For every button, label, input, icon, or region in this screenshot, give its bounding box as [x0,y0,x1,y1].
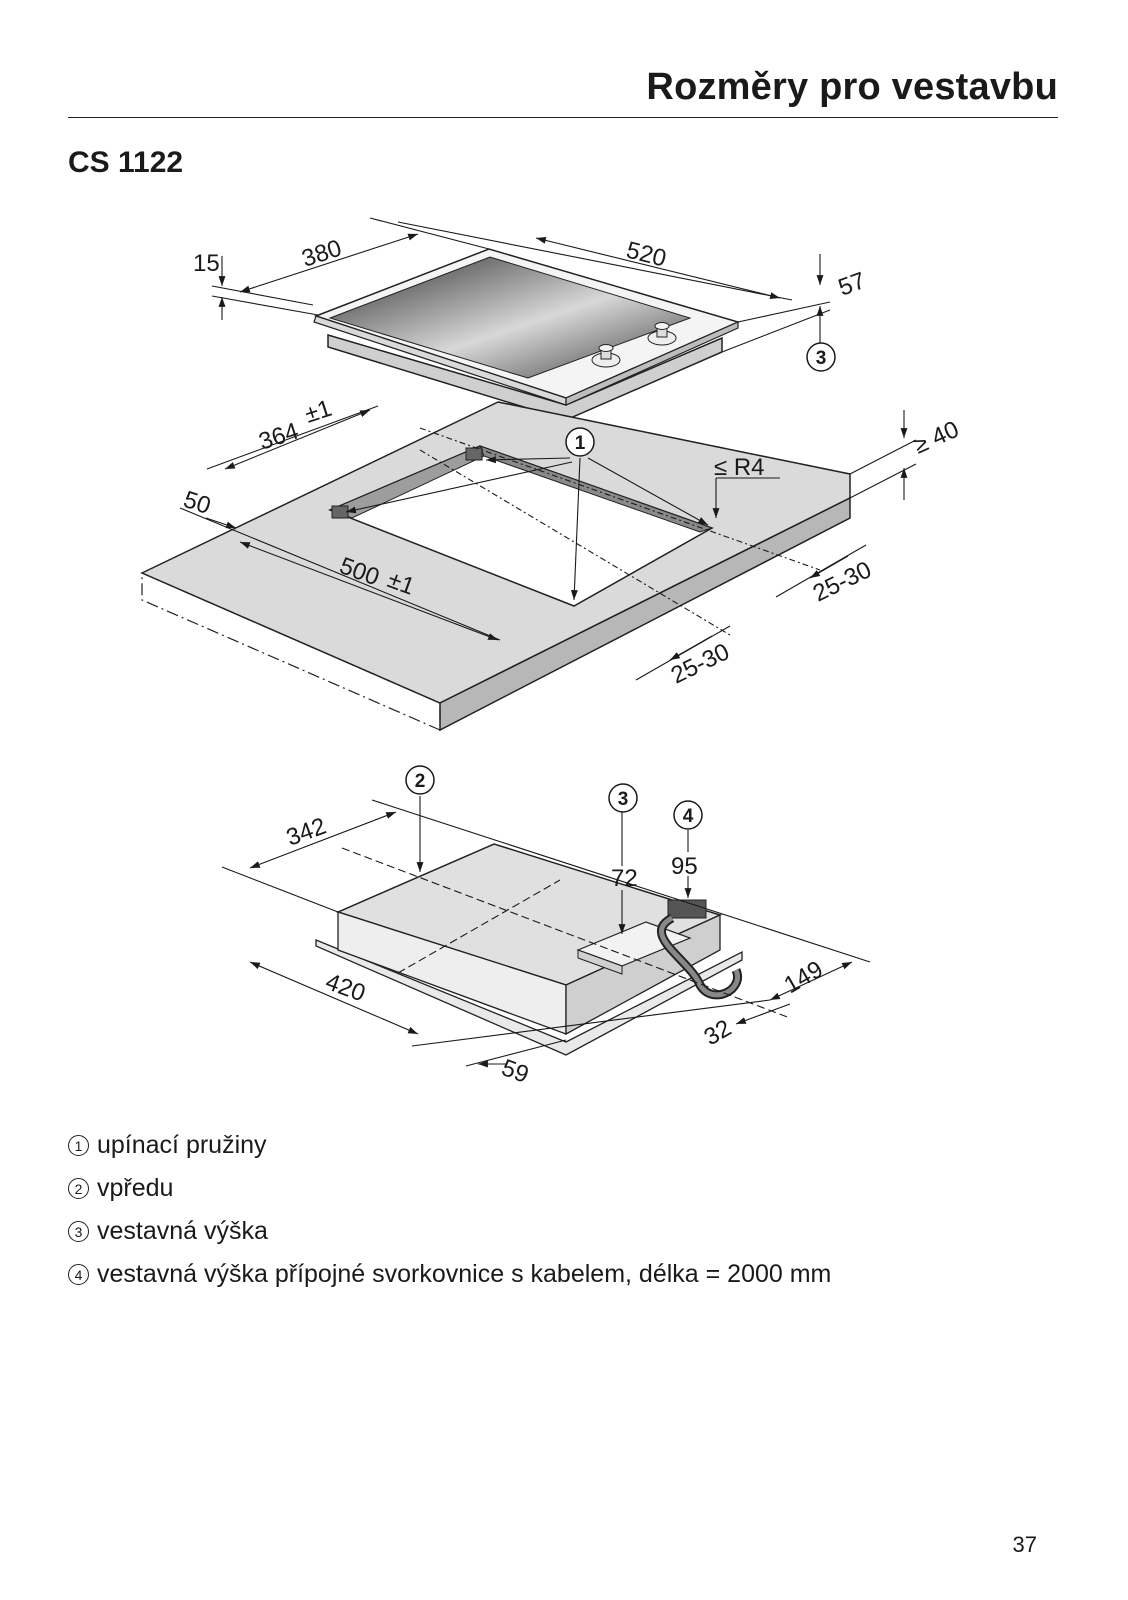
legend-item: 4 vestavná výška přípojné svorkovnice s … [68,1253,831,1296]
dim-59: 59 [498,1054,532,1089]
legend-list: 1 upínací pružiny 2 vpředu 3 vestavná vý… [68,1124,831,1296]
page-title: Rozměry pro vestavbu [646,66,1058,108]
worktop-cutout [140,401,851,732]
model-name: CS 1122 [68,146,184,179]
callout-3-bottom: 3 [608,783,638,813]
dim-25-30-front: 25-30 [667,638,734,689]
bottom-dimension-lines [221,796,871,1068]
legend-text: vestavná výška přípojné svorkovnice s ka… [97,1260,832,1288]
dim-57: 57 [835,267,869,302]
top-dimension-lines [211,217,831,353]
legend-number: 4 [68,1264,89,1285]
legend-number: 2 [68,1178,89,1199]
dim-15: 15 [193,250,220,277]
dim-420: 420 [322,968,369,1007]
dim-520: 520 [624,237,669,273]
cutout-dimension-lines [179,405,917,681]
svg-text:1: 1 [575,433,586,454]
knob-icon [591,344,621,368]
legend-text: vestavná výška [97,1217,268,1245]
dim-radius-r4: ≤ R4 [714,454,765,481]
cooktop-bottom-view [315,843,743,1056]
callout-2: 2 [405,765,435,795]
legend-item: 3 vestavná výška [68,1210,831,1253]
dim-342: 342 [283,813,330,852]
dim-min-40: ≥ 40 [909,416,963,460]
spring-icon [331,505,349,519]
dim-32: 32 [700,1014,737,1051]
cooktop-top-view [313,248,741,421]
legend-item: 1 upínací pružiny [68,1124,831,1167]
legend-item: 2 vpředu [68,1167,831,1210]
title-divider [68,117,1058,118]
dim-25-30-right: 25-30 [809,556,876,607]
callout-3-top: 3 [806,342,836,372]
legend-number: 1 [68,1135,89,1156]
installation-diagram: 15 380 520 57 3 [140,217,963,1089]
knob-icon [647,322,677,346]
dim-72: 72 [611,865,638,892]
dim-364: 364 [256,418,302,456]
dim-380: 380 [299,235,345,273]
page-number: 37 [1012,1532,1037,1557]
callout-1: 1 [565,427,595,457]
legend-number: 3 [68,1221,89,1242]
legend-text: vpředu [97,1174,174,1202]
svg-text:3: 3 [618,789,629,810]
dim-50: 50 [180,486,214,520]
svg-text:3: 3 [816,348,827,369]
svg-text:2: 2 [415,771,426,792]
spring-icon [465,447,483,461]
callout-4: 4 [673,800,703,830]
dim-95: 95 [671,853,698,880]
svg-text:4: 4 [683,806,694,827]
legend-text: upínací pružiny [97,1131,267,1159]
